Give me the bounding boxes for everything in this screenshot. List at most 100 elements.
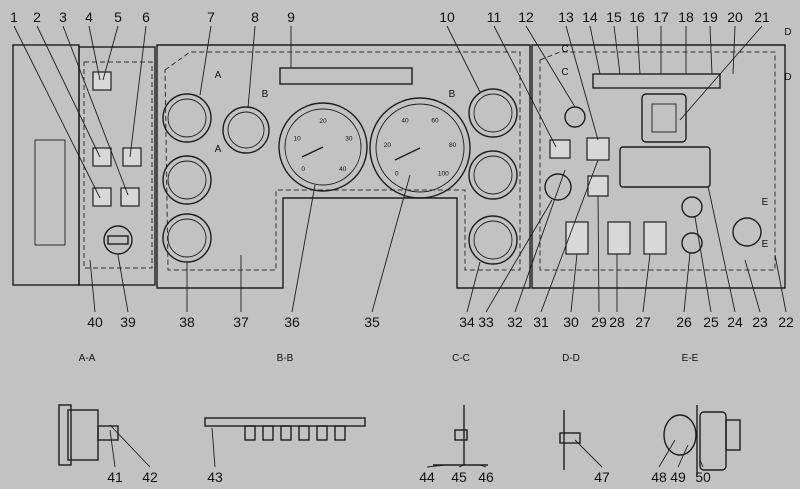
callout-30: 30 <box>563 314 579 330</box>
rocker-28 <box>607 221 631 255</box>
speedometer-scale-40: 40 <box>401 118 409 125</box>
callout-22: 22 <box>778 314 794 330</box>
switch-13 <box>586 137 610 161</box>
callout-4: 4 <box>85 9 93 25</box>
section-marker-A: A <box>215 144 222 155</box>
callout-21: 21 <box>754 9 770 25</box>
switch-26 <box>681 232 703 254</box>
leader-line <box>446 25 481 93</box>
bb-switch-body <box>244 425 256 441</box>
leader-line <box>13 25 101 199</box>
speedometer-scale-60: 60 <box>431 118 439 125</box>
leader-line <box>683 252 691 313</box>
callout-45: 45 <box>451 469 467 485</box>
callout-12: 12 <box>518 9 534 25</box>
lamp-23 <box>732 217 762 247</box>
leader-line <box>744 259 761 313</box>
section-marker-B: B <box>262 89 269 100</box>
leader-line <box>574 439 603 468</box>
callout-23: 23 <box>752 314 768 330</box>
callout-47: 47 <box>594 469 610 485</box>
button-12 <box>564 106 586 128</box>
leader-line <box>89 259 96 313</box>
section-title-E-E: E-E <box>682 353 699 364</box>
leader-line <box>709 25 713 75</box>
callout-40: 40 <box>87 314 103 330</box>
callout-7: 7 <box>207 9 215 25</box>
switch-2 <box>92 147 112 167</box>
callout-37: 37 <box>233 314 249 330</box>
leader-line <box>426 464 446 468</box>
leader-line <box>371 174 411 313</box>
bb-switch-body <box>316 425 328 441</box>
speedometer-scale-100: 100 <box>438 170 449 177</box>
section-marker-A: A <box>215 70 222 81</box>
callout-1: 1 <box>10 9 18 25</box>
callout-2: 2 <box>33 9 41 25</box>
leader-line <box>129 25 147 158</box>
callout-19: 19 <box>702 9 718 25</box>
right-panel <box>531 44 786 289</box>
callout-42: 42 <box>142 469 158 485</box>
callout-32: 32 <box>507 314 523 330</box>
leader-line <box>642 253 651 313</box>
bb-switch-body <box>280 425 292 441</box>
callout-38: 38 <box>179 314 195 330</box>
callout-31: 31 <box>533 314 549 330</box>
ignition-switch-39 <box>103 225 133 255</box>
callout-18: 18 <box>678 9 694 25</box>
tachometer-scale-0: 0 <box>301 166 305 173</box>
section-title-D-D: D-D <box>562 353 580 364</box>
leader-line <box>458 464 465 468</box>
callout-14: 14 <box>582 9 598 25</box>
section-marker-D: D <box>784 27 791 38</box>
callout-34: 34 <box>459 314 475 330</box>
leader-line <box>117 254 129 313</box>
callout-17: 17 <box>653 9 669 25</box>
callout-29: 29 <box>591 314 607 330</box>
section-title-B-B: B-B <box>277 353 294 364</box>
tachometer-scale-10: 10 <box>294 135 302 142</box>
callout-26: 26 <box>676 314 692 330</box>
leader-line <box>732 25 736 75</box>
callout-13: 13 <box>558 9 574 25</box>
callout-46: 46 <box>478 469 494 485</box>
rocker-30 <box>565 221 589 255</box>
switch-4 <box>92 71 112 91</box>
hazard-switch-21 <box>641 93 687 143</box>
leader-line <box>525 25 576 108</box>
leader-line <box>199 25 212 96</box>
tachometer-scale-30: 30 <box>345 135 353 142</box>
bb-switch-body <box>262 425 274 441</box>
bb-switch-body <box>334 425 346 441</box>
indicator-strip <box>592 73 721 89</box>
leader-line <box>774 254 787 313</box>
callout-3: 3 <box>59 9 67 25</box>
leader-line <box>109 429 116 468</box>
callout-36: 36 <box>284 314 300 330</box>
callout-50: 50 <box>695 469 711 485</box>
callout-15: 15 <box>606 9 622 25</box>
speedometer-scale-80: 80 <box>449 142 457 149</box>
callout-6: 6 <box>142 9 150 25</box>
switch-25 <box>681 196 703 218</box>
callout-35: 35 <box>364 314 380 330</box>
switch-3 <box>120 187 140 207</box>
section-marker-C: C <box>561 67 568 78</box>
leader-line <box>636 25 641 75</box>
leader-line <box>36 25 101 158</box>
callout-44: 44 <box>419 469 435 485</box>
leader-line <box>247 25 256 109</box>
leader-line <box>485 199 553 313</box>
section-marker-D: D <box>784 72 791 83</box>
switch-1 <box>92 187 112 207</box>
leader-line <box>514 169 566 313</box>
callout-20: 20 <box>727 9 743 25</box>
warning-light-bar-9 <box>279 67 413 85</box>
section-title-A-A: A-A <box>79 353 96 364</box>
section-marker-E: E <box>762 239 769 250</box>
section-views <box>58 404 741 475</box>
leader-line <box>466 261 481 313</box>
